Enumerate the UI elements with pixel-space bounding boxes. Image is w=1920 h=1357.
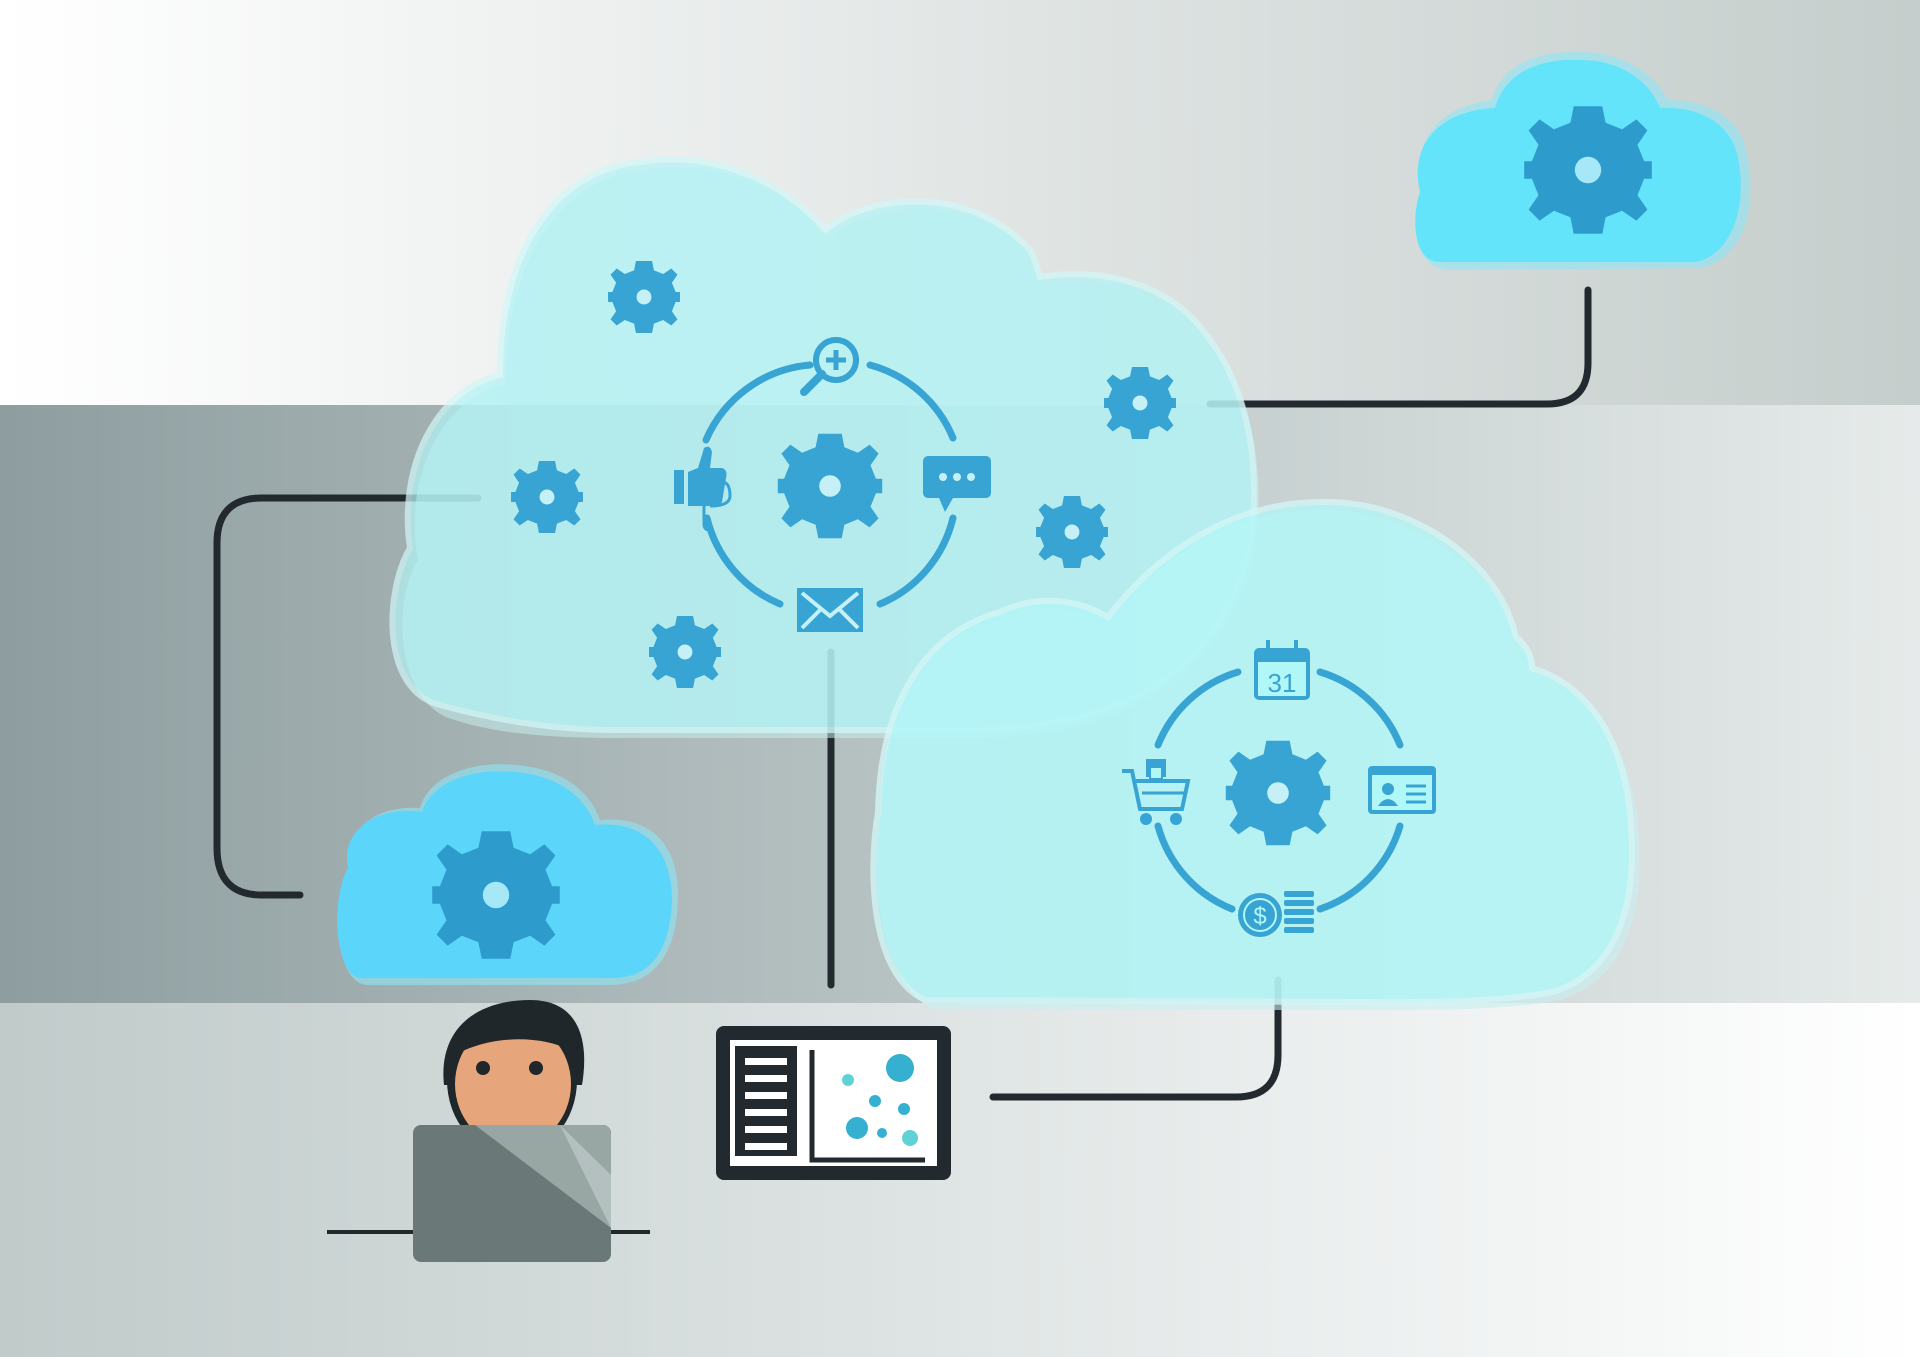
tablet-plot-axes [809, 1050, 925, 1163]
laptop [413, 1125, 611, 1262]
small-gear-icon [1104, 367, 1176, 439]
main-gear-icon [777, 433, 883, 539]
small-gear-icon [511, 461, 583, 533]
small-gear-icon [608, 261, 680, 333]
gear-icon [432, 831, 560, 959]
right-cloud: 31 [870, 498, 1640, 1011]
background-bottom-band [0, 1003, 1920, 1357]
person-head [443, 1000, 585, 1155]
left-eye [476, 1061, 490, 1075]
connector-right-cloud-to-tablet [989, 976, 1282, 1101]
tablet-dashboard [716, 1026, 951, 1180]
right-eye [529, 1061, 543, 1075]
small-gear-icon [1036, 496, 1108, 568]
top-right-cloud [1415, 51, 1751, 271]
right-cloud-process-ring [1154, 668, 1404, 913]
id-card-icon [1368, 766, 1436, 814]
gear-icon [1524, 106, 1652, 234]
connector-lines [213, 286, 1592, 1101]
connector-main-to-top-right-cloud [1206, 286, 1592, 408]
main-gear-icon [1225, 740, 1331, 846]
connector-main-to-left-cloud [213, 494, 482, 899]
person-with-laptop [327, 1000, 650, 1262]
tablet-scatter-points [842, 1054, 918, 1146]
small-gear-icon [649, 616, 721, 688]
thumbs-up-icon [674, 446, 732, 532]
chat-bubble-icon [923, 456, 991, 512]
calendar-icon: 31 [1254, 640, 1310, 700]
main-cloud [389, 156, 1259, 739]
bottom-left-cloud [337, 764, 679, 985]
main-cloud-process-ring [702, 361, 957, 608]
calendar-day-label: 31 [1268, 668, 1297, 698]
tablet-list-rows [745, 1058, 787, 1150]
shopping-cart-icon [1122, 759, 1191, 825]
coins-icon: $ [1238, 891, 1314, 937]
envelope-icon [797, 588, 863, 632]
zoom-in-icon [800, 337, 859, 396]
currency-symbol: $ [1253, 903, 1266, 930]
